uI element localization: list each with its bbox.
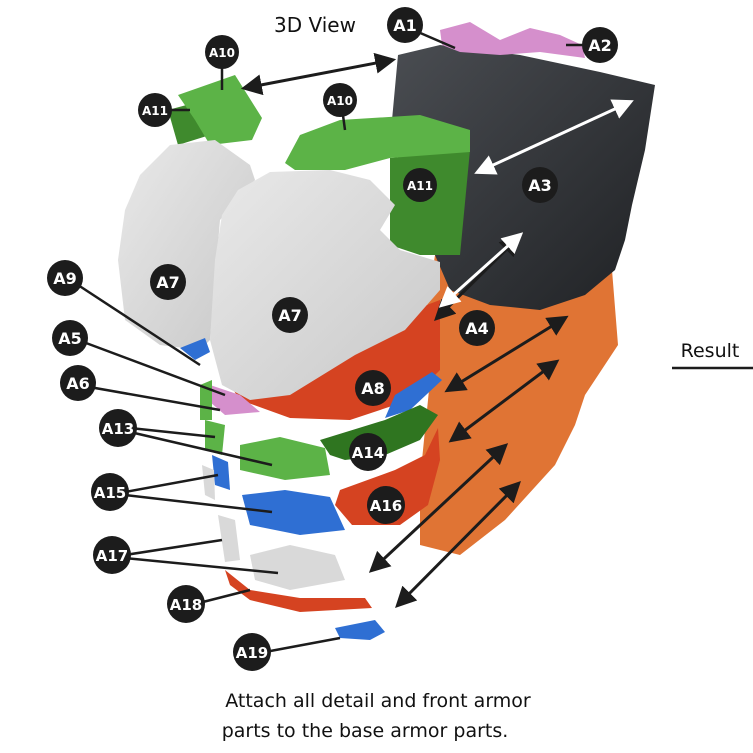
badge-a10-right: A10 <box>323 83 357 117</box>
badge-a4: A4 <box>459 310 495 346</box>
badge-a11-right: A11 <box>403 168 437 202</box>
svg-text:A19: A19 <box>236 644 268 662</box>
svg-text:A5: A5 <box>58 329 82 348</box>
svg-text:A14: A14 <box>352 444 384 462</box>
arrow-a4-white <box>438 232 524 308</box>
svg-text:A11: A11 <box>407 179 433 193</box>
view-title: 3D View <box>274 13 356 37</box>
arrow-a10 <box>240 52 397 96</box>
part-a15-blue-right <box>242 490 345 535</box>
badge-a9: A9 <box>47 260 83 296</box>
part-a11-right-green <box>390 150 470 255</box>
part-a17-gray-mid <box>218 515 240 562</box>
instruction-line-2: parts to the base armor parts. <box>222 720 509 742</box>
svg-text:A1: A1 <box>393 16 417 35</box>
badge-a13: A13 <box>99 409 137 447</box>
svg-text:A3: A3 <box>528 176 552 195</box>
badge-a17: A17 <box>93 536 131 574</box>
leader-lines <box>77 30 585 654</box>
part-a13-green-left <box>205 420 225 455</box>
part-a2-pink-armor <box>440 22 585 58</box>
badge-a19: A19 <box>233 633 271 671</box>
svg-text:A6: A6 <box>66 374 90 393</box>
svg-text:A10: A10 <box>209 46 235 60</box>
badge-a2: A2 <box>582 27 618 63</box>
svg-text:A2: A2 <box>588 36 612 55</box>
svg-text:A17: A17 <box>96 547 128 565</box>
svg-text:A13: A13 <box>102 420 134 438</box>
badge-a11-left: A11 <box>138 93 172 127</box>
white-arrows <box>438 99 634 308</box>
badge-a18: A18 <box>167 585 205 623</box>
svg-text:A7: A7 <box>156 273 180 292</box>
badge-a3: A3 <box>522 167 558 203</box>
svg-text:A10: A10 <box>327 94 353 108</box>
svg-text:A9: A9 <box>53 269 77 288</box>
svg-text:A7: A7 <box>278 306 302 325</box>
result-label: Result <box>681 340 740 362</box>
badge-a7-right: A7 <box>272 297 308 333</box>
badge-a14: A14 <box>349 433 387 471</box>
part-a7-left-gray <box>118 140 255 350</box>
part-a15-blue-left <box>212 455 230 490</box>
instruction-line-1: Attach all detail and front armor <box>225 690 531 712</box>
part-a14-darkgreen <box>320 405 438 460</box>
part-a18-red <box>225 570 372 612</box>
badge-a1: A1 <box>387 7 423 43</box>
badge-a15: A15 <box>91 473 129 511</box>
badge-a16: A16 <box>367 486 405 524</box>
arrow-a3-white <box>474 99 634 175</box>
svg-text:A11: A11 <box>142 104 168 118</box>
svg-text:A18: A18 <box>170 596 202 614</box>
part-blue-strip-a8 <box>385 372 442 418</box>
part-a13-green-right <box>240 437 330 480</box>
badge-a7-left: A7 <box>150 264 186 300</box>
badge-a6: A6 <box>60 365 96 401</box>
arrow-a4-2 <box>448 359 560 443</box>
svg-text:A4: A4 <box>465 319 489 338</box>
part-a5-pink <box>210 385 260 415</box>
svg-text:A8: A8 <box>361 379 385 398</box>
part-a17-gray-left <box>202 465 215 500</box>
svg-text:A15: A15 <box>94 484 126 502</box>
badge-a5: A5 <box>52 320 88 356</box>
badge-a10-left: A10 <box>205 35 239 69</box>
part-a7-right-gray <box>210 170 440 400</box>
part-a10-right-green <box>285 115 470 170</box>
badge-a8: A8 <box>355 370 391 406</box>
part-a9-blue <box>180 338 210 360</box>
svg-text:A16: A16 <box>370 497 402 515</box>
part-a17-gray-right <box>250 545 345 590</box>
arrow-a18 <box>395 481 521 608</box>
part-a19-blue <box>335 620 385 640</box>
